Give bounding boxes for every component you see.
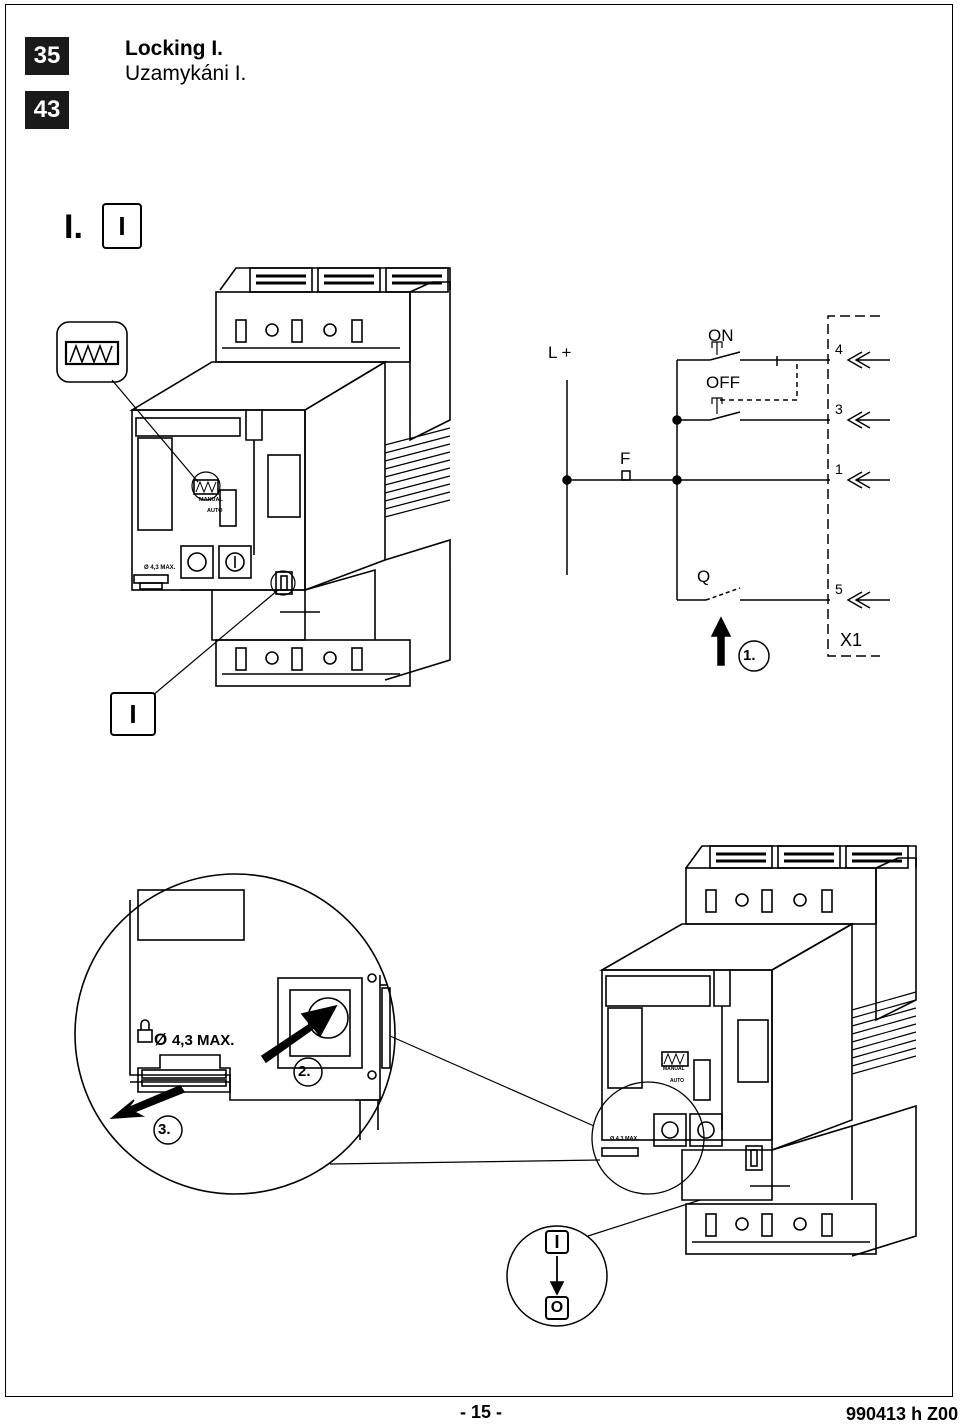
title-english: Locking I. [125,37,224,60]
step-1-label: 1. [743,647,756,664]
terminal-number: 3 [835,401,843,417]
terminal-number: 5 [835,581,843,597]
wiring-schematic [562,315,890,672]
step-number-badge: 43 [25,91,69,129]
breaker-top-illustration [129,267,451,687]
connector-label: X1 [840,630,863,650]
breaker-bottom-illustration [599,845,917,1257]
on-contact-label: ON [708,326,734,345]
page-number: - 15 - [460,1402,503,1422]
section-label: I. [64,208,83,246]
on-position-icon: I [545,1230,569,1254]
mode-auto-label: AUTO [207,508,223,514]
on-position-icon: I [110,692,156,736]
off-position-icon: O [545,1296,569,1320]
page-title: Locking I. Uzamykáni I. [125,36,246,86]
terminal-number: 4 [835,341,843,357]
title-czech: Uzamykáni I. [125,62,247,85]
step-2-label: 2. [298,1063,311,1080]
document-code: 990413 h Z00 [846,1404,959,1424]
padlock-diameter-label: Ø 4,3 MAX. [144,565,176,571]
step-3-label: 3. [158,1121,171,1138]
state-change-circle [506,1225,608,1327]
padlock-diameter-label: Ø 4,3 MAX. [610,1136,639,1142]
off-contact-label: OFF [706,373,740,392]
zoom-padlock-label: Ø 4,3 MAX. [154,1030,235,1049]
page-frame [5,4,953,1397]
fuse-label: F [620,449,631,468]
zoom-detail-contents [109,889,391,1145]
q-contact-label: Q [697,567,711,586]
mode-auto-label: AUTO [670,1078,685,1084]
step-number-badge: 35 [25,37,69,75]
supply-label: L + [548,343,572,362]
spring-icon-callout [56,321,128,383]
on-position-icon: I [102,203,142,249]
zoom-detail-circle [74,873,396,1195]
mode-manual-label: MANUAL [199,497,223,503]
mode-manual-label: MANUAL [663,1066,685,1072]
terminal-number: 1 [835,461,843,477]
